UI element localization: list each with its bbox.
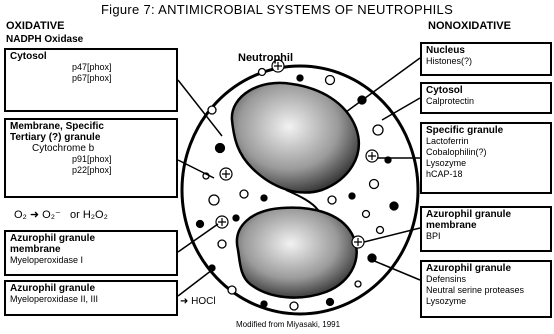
granule [370, 180, 379, 189]
granule [363, 211, 370, 218]
granule [373, 125, 383, 135]
granule [349, 193, 355, 199]
nucleus-lobe-bottom [237, 208, 357, 298]
granule [218, 240, 226, 248]
granule [377, 227, 384, 234]
granule [216, 144, 225, 153]
granule [240, 190, 248, 198]
granule [297, 75, 303, 81]
neutrophil-label: Neutrophil [238, 52, 293, 64]
credit-text: Modified from Miyasaki, 1991 [236, 320, 340, 329]
granule [290, 302, 298, 310]
granule [209, 195, 219, 205]
granule [261, 301, 267, 307]
granule [208, 106, 216, 114]
granule [355, 281, 361, 287]
granule [197, 221, 204, 228]
granule [326, 76, 335, 85]
granule [228, 286, 236, 294]
granule [390, 202, 398, 210]
granule [261, 195, 267, 201]
granule [328, 196, 336, 204]
granule [233, 215, 239, 221]
granule [259, 69, 266, 76]
granule [327, 299, 334, 306]
azurophil-granule-pointer-left [178, 270, 212, 296]
